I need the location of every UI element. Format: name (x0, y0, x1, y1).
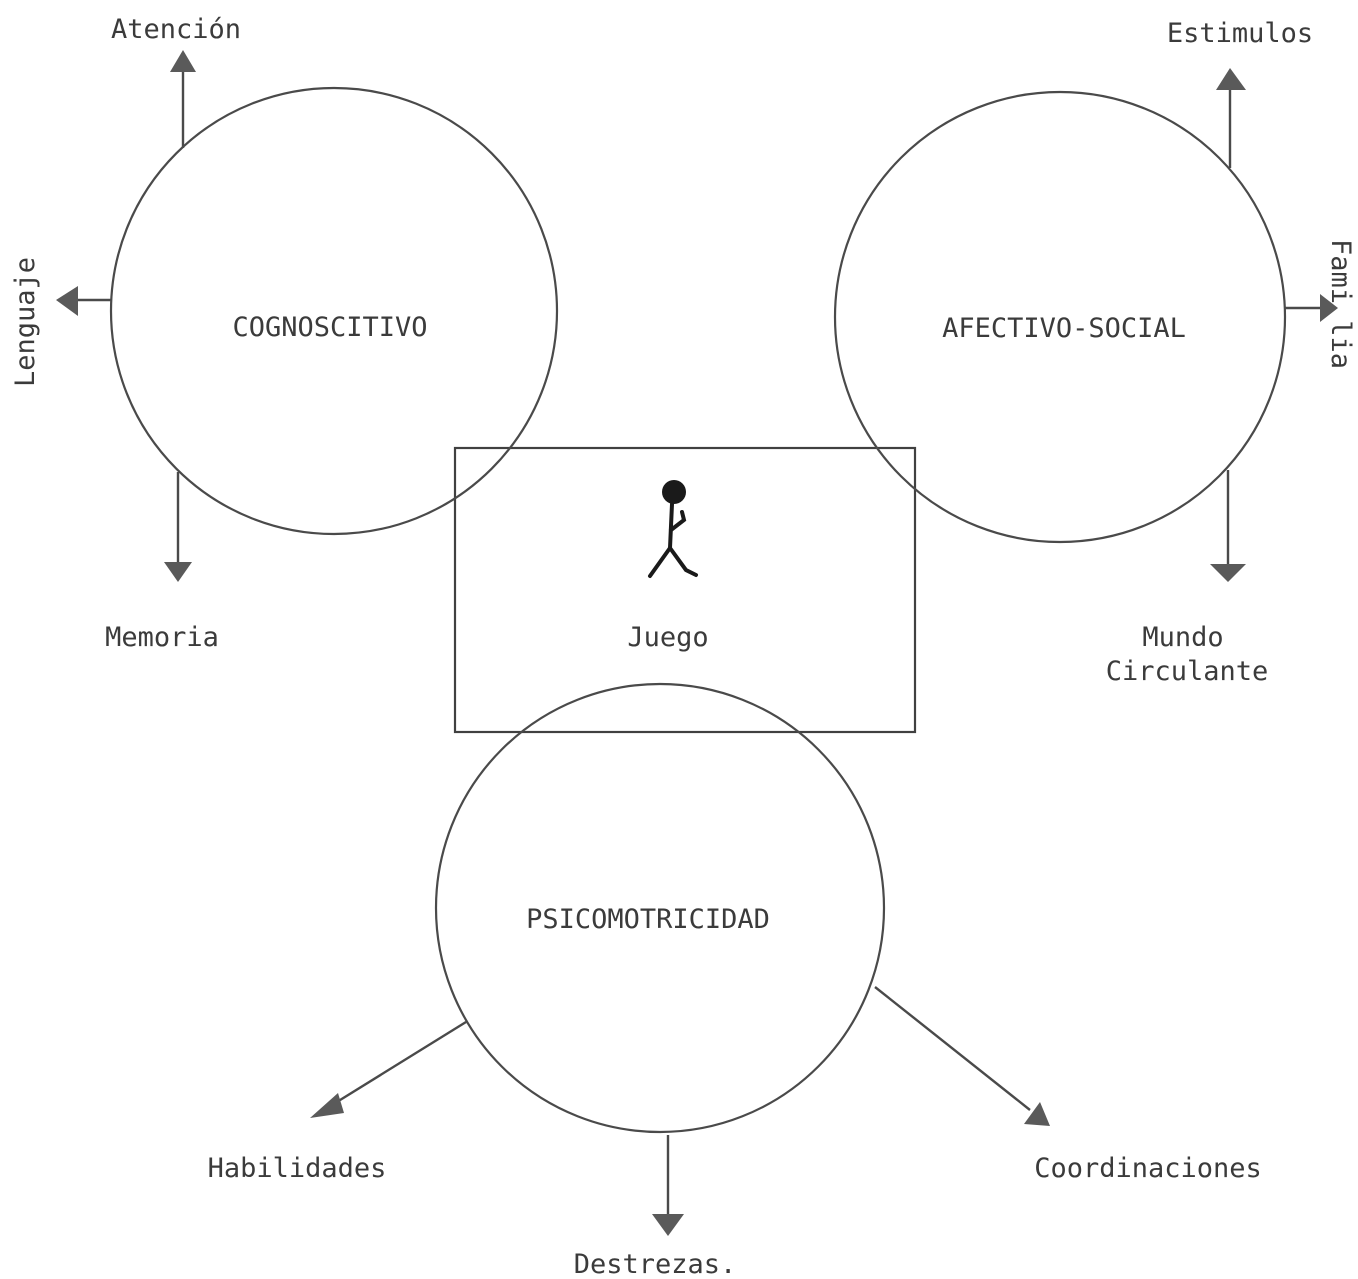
mundo-label: Mundo (1142, 622, 1223, 653)
juego-box (453, 446, 917, 734)
arrow-estimulos (1216, 68, 1246, 168)
circulante-label: Circulante (1106, 656, 1269, 687)
lenguaje-label: Lenguaje (10, 257, 41, 387)
arrow-habilidades (310, 1020, 467, 1118)
child-figure-icon (648, 480, 698, 578)
coordinaciones-label: Coordinaciones (1034, 1153, 1262, 1184)
afectivo-social-circle (833, 90, 1287, 544)
arrow-memoria (164, 472, 192, 582)
habilidades-label: Habilidades (208, 1153, 387, 1184)
afectivo-social-label: AFECTIVO-SOCIAL (942, 313, 1186, 344)
atencion-label: Atención (111, 14, 241, 45)
psicomotricidad-label: PSICOMOTRICIDAD (526, 904, 770, 935)
estimulos-label: Estimulos (1167, 18, 1313, 49)
destrezas-label: Destrezas. (574, 1249, 737, 1279)
familia-label: Fami lia (1325, 239, 1356, 369)
arrow-mundo-circulante (1210, 470, 1246, 582)
arrow-destrezas (652, 1135, 684, 1236)
psicomotricidad-circle (434, 682, 886, 1134)
arrow-atencion (170, 50, 196, 148)
cognoscitivo-circle (109, 86, 559, 536)
arrow-lenguaje (56, 286, 112, 316)
juego-label: Juego (627, 622, 708, 653)
arrow-coordinaciones (874, 986, 1050, 1126)
cognoscitivo-label: COGNOSCITIVO (232, 312, 427, 343)
arrow-familia (1285, 294, 1338, 322)
memoria-label: Memoria (105, 622, 219, 653)
